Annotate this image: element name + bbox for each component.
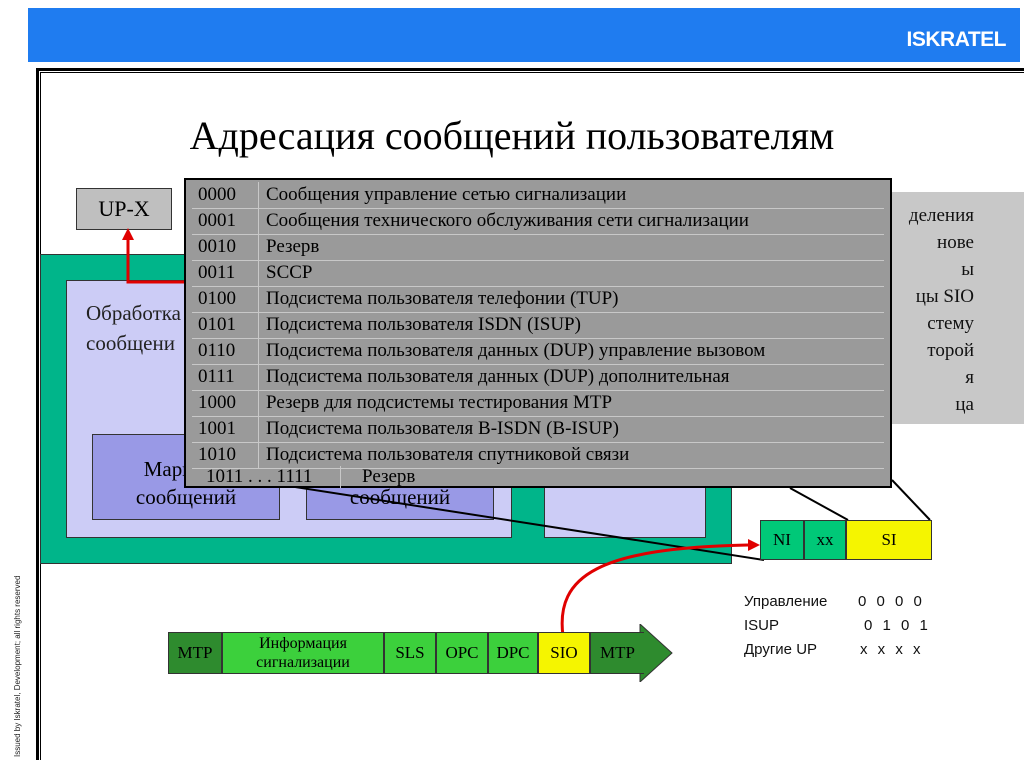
- code-cell: 1010: [198, 444, 236, 465]
- xx-field: xx: [804, 520, 846, 560]
- table-row: 0000 Сообщения управление сетью сигнализа…: [192, 182, 884, 209]
- legend-value: 0 1 0 1: [864, 617, 931, 634]
- code-cell: 0010: [198, 236, 236, 257]
- code-cell: 0110: [198, 340, 236, 361]
- table-row: 0100 Подсистема пользователя телефонии (T…: [192, 286, 884, 313]
- code-cell: 0111: [198, 366, 235, 387]
- frame-left-line: [36, 68, 39, 760]
- red-arrow-to-sio: [560, 543, 749, 637]
- code-cell: 0100: [198, 288, 236, 309]
- dpc-field: DPC: [488, 632, 538, 674]
- desc-cell: Подсистема пользователя телефонии (TUP): [266, 288, 619, 309]
- desc-cell: Резерв для подсистемы тестирования MTP: [266, 392, 613, 413]
- desc-cell: Сообщения технического обслуживания сети…: [266, 210, 749, 231]
- table-row: 0101 Подсистема пользователя ISDN (ISUP): [192, 312, 884, 339]
- panel-line: ы: [961, 259, 974, 280]
- panel-line: стему: [927, 313, 974, 334]
- desc-cell: SCCP: [266, 262, 313, 283]
- table-row: 0111 Подсистема пользователя данных (DUP)…: [192, 364, 884, 391]
- si-field: SI: [846, 520, 932, 560]
- desc-cell: Резерв: [362, 466, 416, 487]
- processing-label: Обработка сообщени: [86, 298, 186, 358]
- iskratel-logo: ISKRATEL: [906, 28, 1007, 51]
- desc-cell: Резерв: [266, 236, 320, 257]
- arrowhead-upx: [122, 228, 134, 240]
- mtp-trailer-field: MTP: [590, 632, 644, 674]
- code-cell: 1011 . . . 1111: [206, 466, 313, 487]
- desc-cell: Подсистема пользователя спутниковой связ…: [266, 444, 630, 465]
- code-cell: 0011: [198, 262, 236, 283]
- processing-label-line2: сообщени: [86, 331, 175, 355]
- upx-box: UP-X: [76, 188, 172, 230]
- routing2-label-line2: сообщений: [349, 485, 451, 509]
- table-row: 0001 Сообщения технического обслуживания …: [192, 208, 884, 235]
- opc-field: OPC: [436, 632, 488, 674]
- legend-row: Другие UP x x x x: [744, 638, 921, 662]
- frame-top-inner-line: [40, 72, 1024, 73]
- legend-row: Управление 0 0 0 0: [744, 590, 922, 614]
- desc-cell: Подсистема пользователя данных (DUP) доп…: [266, 366, 730, 387]
- header-bar: ISKRATEL: [28, 8, 1020, 62]
- code-cell: 1001: [198, 418, 236, 439]
- table-row-last: 1011 . . . 1111 Резерв: [192, 466, 884, 488]
- processing-label-line1: Обработка: [86, 301, 181, 325]
- table-row: 1001 Подсистема пользователя B-ISDN (B-IS…: [192, 416, 884, 443]
- desc-cell: Подсистема пользователя ISDN (ISUP): [266, 314, 581, 335]
- panel-line: цы SIO: [915, 286, 974, 307]
- panel-line: торой: [927, 340, 974, 361]
- legend-label: Управление: [744, 593, 828, 610]
- code-cell: 1000: [198, 392, 236, 413]
- panel-line: деления: [908, 205, 974, 226]
- table-row: 0110 Подсистема пользователя данных (DUP)…: [192, 338, 884, 365]
- panel-line: нове: [937, 232, 974, 253]
- legend-value: 0 0 0 0: [858, 593, 925, 610]
- info-line2: сигнализации: [256, 654, 350, 671]
- table-row: 0010 Резерв: [192, 234, 884, 261]
- mtp-header-field: MTP: [168, 632, 222, 674]
- legend-row: ISUP 0 1 0 1: [744, 614, 928, 638]
- zoom-line-right: [891, 479, 931, 521]
- table-row: 0011 SCCP: [192, 260, 884, 287]
- desc-cell: Подсистема пользователя B-ISDN (B-ISUP): [266, 418, 619, 439]
- info-line1: Информация: [259, 635, 347, 652]
- zoom-line-mid: [789, 487, 849, 521]
- panel-line: ца: [955, 394, 974, 415]
- code-cell: 0001: [198, 210, 236, 231]
- sls-field: SLS: [384, 632, 436, 674]
- code-cell: 0101: [198, 314, 236, 335]
- frame-top-line: [36, 68, 1024, 71]
- message-signal-unit: MTP Информация сигнализации SLS OPC DPC …: [168, 624, 676, 682]
- sio-code-table: 0000 Сообщения управление сетью сигнализа…: [184, 178, 892, 488]
- panel-line: я: [965, 367, 974, 388]
- routing-label-line2: сообщений: [135, 485, 237, 509]
- sio-field: SIO: [538, 632, 590, 674]
- ni-field: NI: [760, 520, 804, 560]
- table-row: 1010 Подсистема пользователя спутниковой …: [192, 442, 884, 469]
- arrowhead-sio: [748, 539, 760, 551]
- code-cell: 0000: [198, 184, 236, 205]
- legend-label: ISUP: [744, 617, 780, 634]
- desc-cell: Подсистема пользователя данных (DUP) упр…: [266, 340, 766, 361]
- desc-cell: Сообщения управление сетью сигнализации: [266, 184, 627, 205]
- legend-value: x x x x: [860, 641, 924, 658]
- sio-field-strip: NI xx SI: [760, 520, 932, 560]
- si-legend: Управление 0 0 0 0 ISUP 0 1 0 1 Другие UP x…: [744, 590, 928, 662]
- red-arrow-to-upx: [126, 236, 186, 284]
- table-row: 1000 Резерв для подсистемы тестирования M…: [192, 390, 884, 417]
- signal-info-field: Информация сигнализации: [222, 632, 384, 674]
- legend-label: Другие UP: [744, 641, 818, 658]
- slide-title: Адресация сообщений пользователям: [189, 113, 835, 158]
